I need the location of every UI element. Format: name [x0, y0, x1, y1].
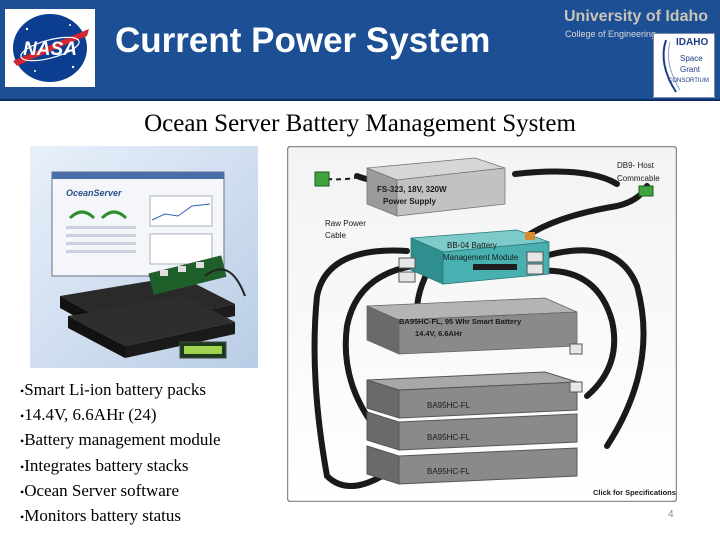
battery-top-label: BA95HC-FL, 95 Whr Smart Battery	[399, 317, 522, 326]
bms-label: Management Module	[443, 253, 519, 262]
list-item: •14.4V, 6.6AHr (24)	[20, 405, 157, 425]
battery-pack-label: BA95HC-FL	[427, 467, 471, 476]
consortium-line: IDAHO	[676, 37, 709, 48]
battery-management-module: BB-04 Battery Management Module	[398, 229, 550, 285]
battery-stack: BA95HC-FL, 95 Whr Smart Battery 14.4V, 6…	[366, 297, 583, 485]
battery-pack-label: BA95HC-FL	[427, 401, 471, 410]
battery-top: BA95HC-FL, 95 Whr Smart Battery 14.4V, 6…	[366, 297, 578, 355]
power-supply: FS-323, 18V, 320W Power Supply	[366, 157, 506, 217]
college-name: College of Engineering	[565, 29, 657, 39]
system-diagram: FS-323, 18V, 320W Power Supply Raw Power…	[287, 146, 677, 502]
subtitle: Ocean Server Battery Management System	[144, 110, 576, 137]
raw-power-cable-label: Cable	[325, 231, 346, 240]
plug-icon	[314, 171, 330, 187]
battery-pack: BA95HC-FL	[366, 411, 578, 451]
battery-top-label: 14.4V, 6.6AHr	[415, 329, 462, 338]
list-item: •Monitors battery status	[20, 506, 181, 526]
nasa-logo-text: NASA	[23, 39, 77, 60]
host-cable-label: Commcable	[617, 174, 660, 183]
battery-pack: BA95HC-FL	[366, 445, 578, 485]
specifications-link[interactable]: Click for Specifications	[593, 488, 676, 497]
software-screenshot: OceanServer	[51, 171, 225, 277]
feature-list: •Smart Li-ion battery packs •14.4V, 6.6A…	[20, 378, 280, 529]
bms-label: BB-04 Battery	[447, 241, 497, 250]
power-supply-label: Power Supply	[383, 197, 436, 206]
svg-text:Click for Specifications: Click for Specifications	[593, 488, 676, 497]
battery-pack-label: BA95HC-FL	[427, 433, 471, 442]
list-item: •Ocean Server software	[20, 480, 180, 500]
list-item: •Battery management module	[20, 430, 221, 450]
power-supply-label: FS-323, 18V, 320W	[377, 185, 447, 194]
db9-connector-icon	[638, 185, 654, 197]
header-bar: NASA Current Power System University of …	[0, 0, 720, 101]
consortium-line: Grant	[680, 65, 701, 74]
page-number: 4	[668, 509, 674, 520]
nasa-logo: NASA	[5, 9, 95, 87]
university-name: University of Idaho	[564, 8, 709, 25]
battery-system-photo: OceanServer	[30, 146, 258, 368]
consortium-line: CONSORTIUM	[668, 78, 709, 84]
host-cable-label: DB9- Host	[617, 161, 655, 170]
list-item: •Smart Li-ion battery packs	[20, 380, 206, 399]
battery-pack: BA95HC-FL	[366, 371, 578, 419]
battery-stack-photo	[60, 255, 246, 359]
page-title: Current Power System	[115, 21, 491, 60]
space-grant-swoosh-icon	[662, 39, 681, 93]
space-grant-logo: IDAHO Space Grant CONSORTIUM	[653, 33, 715, 98]
consortium-line: Space	[680, 54, 703, 63]
list-item: •Integrates battery stacks	[20, 455, 189, 475]
ocean-server-brand: OceanServer	[66, 188, 122, 198]
university-logo: University of Idaho College of Engineeri…	[560, 8, 709, 48]
raw-power-cable-label: Raw Power	[325, 219, 366, 228]
